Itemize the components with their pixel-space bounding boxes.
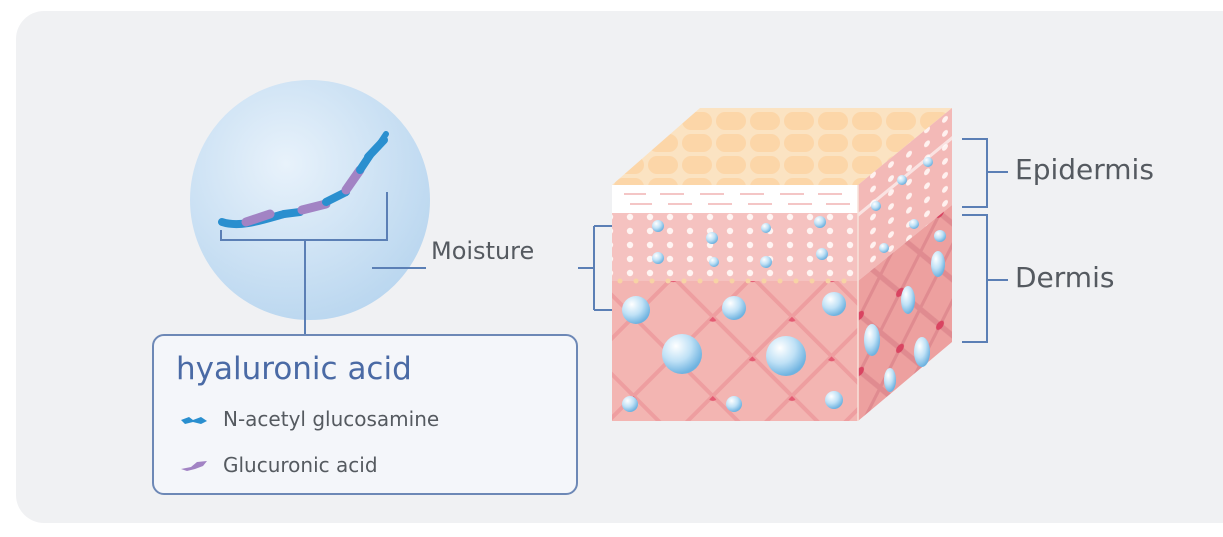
molecule-bracket: [220, 192, 388, 334]
legend-item-label: N-acetyl glucosamine: [223, 407, 440, 431]
water-droplets: [622, 157, 946, 412]
glucuronic-acid-swatch-icon: [181, 461, 207, 471]
molecule-chain: [218, 131, 389, 229]
epidermis-label: Epidermis: [1015, 153, 1154, 186]
legend-item: N-acetyl glucosamine: [179, 404, 439, 434]
moisture-label: Moisture: [431, 237, 535, 265]
n-acetyl-glucosamine-swatch-icon: [181, 417, 207, 424]
legend-item: Glucuronic acid: [179, 450, 378, 480]
layer-brackets: [962, 138, 1008, 343]
hyaluronic-acid-sphere: [190, 80, 430, 320]
dermis-label: Dermis: [1015, 261, 1115, 294]
skin-cube: [612, 108, 952, 421]
legend-title: hyaluronic acid: [176, 351, 412, 387]
legend-item-label: Glucuronic acid: [223, 453, 378, 477]
legend: hyaluronic acid N-acetyl glucosamine Glu…: [152, 334, 578, 495]
